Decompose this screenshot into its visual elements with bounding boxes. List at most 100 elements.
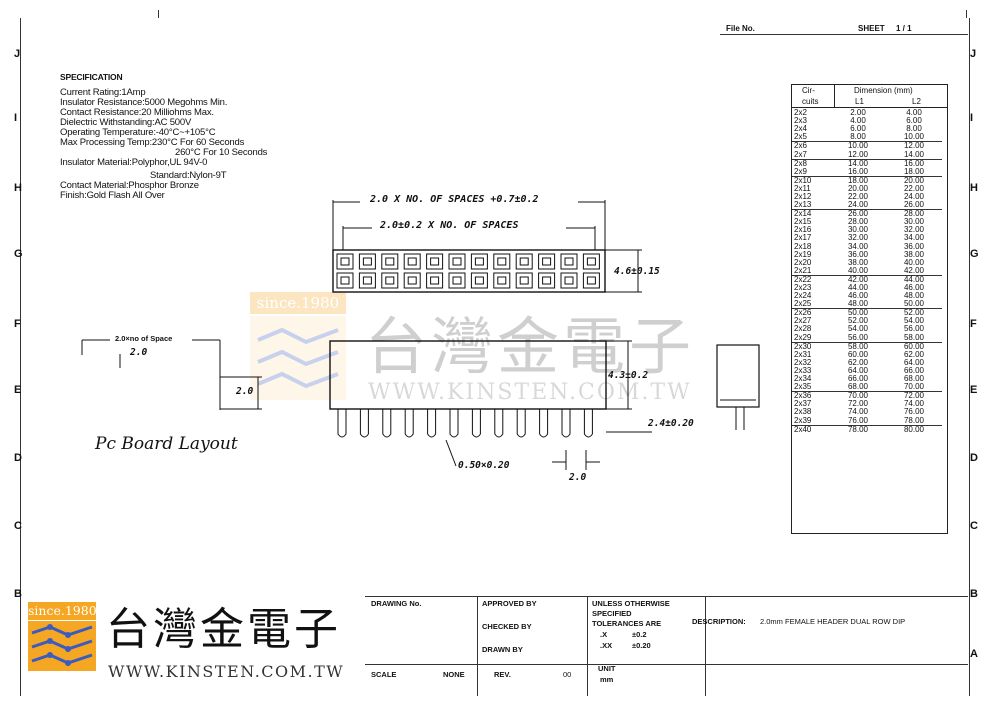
description-label: DESCRIPTION: <box>692 617 746 626</box>
spec-line: Dielectric Withstanding:AC 500V <box>60 117 192 128</box>
cell-l2: 78.00 <box>903 415 925 425</box>
cell-l1: 32.00 <box>847 233 869 243</box>
top-rule <box>720 34 968 35</box>
cell-l1: 40.00 <box>847 265 869 275</box>
zone-letter-right: D <box>970 452 978 464</box>
cell-l1: 8.00 <box>850 132 866 142</box>
cell-l2: 76.00 <box>903 407 925 417</box>
zone-letter-right: A <box>970 648 978 660</box>
cell-l2: 10.00 <box>903 132 925 142</box>
cell-l2: 24.00 <box>903 191 925 201</box>
cell-l2: 40.00 <box>903 257 925 267</box>
contact-hole <box>407 276 417 285</box>
spec-line: Operating Temperature:-40°C~+105°C <box>60 127 216 138</box>
cell-circuits: 2x7 <box>794 149 807 159</box>
cell-circuits: 2x38 <box>794 407 812 417</box>
th-cir: Cir- <box>802 86 815 95</box>
file-no-label: File No. <box>726 24 755 33</box>
cell-circuits: 2x23 <box>794 283 812 293</box>
tol-xx-label: .XX <box>600 641 613 650</box>
rev-label: REV. <box>494 670 511 679</box>
cell-circuits: 2x20 <box>794 257 812 267</box>
watermark-since: since.1980 <box>250 292 346 314</box>
drawing-no-label: DRAWING No. <box>371 599 422 608</box>
cell-circuits: 2x39 <box>794 415 812 425</box>
spec-line: Current Rating:1Amp <box>60 87 146 98</box>
spec-line: Standard:Nylon-9T <box>150 170 227 181</box>
contact-cavity <box>515 272 533 289</box>
th-dimension: Dimension (mm) <box>854 86 913 95</box>
cell-l2: 52.00 <box>886 308 942 318</box>
dim-pin-width: 0.50×0.20 <box>458 460 510 471</box>
zone-letter-left: C <box>14 520 22 532</box>
cell-l2: 64.00 <box>903 357 925 367</box>
zone-letter-right: E <box>970 384 978 396</box>
pin <box>494 409 504 438</box>
zone-letter-right: B <box>970 588 978 600</box>
pin <box>404 409 414 438</box>
dim-pitch-bottom: 2.0 <box>569 472 587 483</box>
sheet-label: SHEET <box>858 24 885 33</box>
brand-logo: since.1980 台灣金電子 WWW.KINSTEN.COM.TW <box>28 602 368 694</box>
cell-l1: 4.00 <box>850 116 866 126</box>
cell-circuits: 2x4 <box>794 124 807 134</box>
zone-letter-right: C <box>970 520 978 532</box>
cell-l2: 6.00 <box>906 116 922 126</box>
cell-l2: 14.00 <box>903 149 925 159</box>
cell-l1: 38.00 <box>847 257 869 267</box>
th-cuits: cuits <box>802 97 819 106</box>
cell-l1: 58.00 <box>830 341 886 351</box>
pin <box>583 409 593 438</box>
cell-circuits: 2x16 <box>794 225 812 235</box>
contact-hole <box>564 257 574 266</box>
contact-cavity <box>538 272 556 289</box>
watermark-website: WWW.KINSTEN.COM.TW <box>368 380 692 405</box>
cell-circuits: 2x32 <box>794 357 812 367</box>
cell-l2: 12.00 <box>886 141 942 151</box>
brand-logo-mark <box>28 621 96 671</box>
cell-l1: 78.00 <box>830 424 886 434</box>
approved-by-label: APPROVED BY <box>482 599 537 608</box>
pin <box>516 409 526 438</box>
cell-circuits: 2x33 <box>794 365 812 375</box>
contact-cavity <box>582 253 600 270</box>
brand-website: WWW.KINSTEN.COM.TW <box>108 662 345 681</box>
zone-letter-right: H <box>970 182 978 194</box>
cell-l1: 34.00 <box>847 241 869 251</box>
cell-circuits: 2x34 <box>794 374 812 384</box>
pcb-row: 2.0 <box>236 386 254 397</box>
cell-l1: 42.00 <box>830 274 886 284</box>
contact-cavity <box>426 253 444 270</box>
cell-l2: 44.00 <box>886 274 942 284</box>
contact-hole <box>497 276 507 285</box>
cell-l1: 26.00 <box>830 209 886 219</box>
contact-hole <box>586 276 596 285</box>
cell-l1: 70.00 <box>830 391 886 401</box>
cell-l2: 30.00 <box>903 217 925 227</box>
contact-hole <box>362 257 372 266</box>
cell-l1: 76.00 <box>847 415 869 425</box>
cell-l2: 4.00 <box>906 108 922 118</box>
cell-l2: 50.00 <box>903 299 925 309</box>
cell-circuits: 2x29 <box>794 332 812 342</box>
cell-l1: 28.00 <box>847 217 869 227</box>
spec-title: SPECIFICATION <box>60 72 123 82</box>
contact-cavity <box>493 253 511 270</box>
cell-circuits: 2x36 <box>792 391 830 401</box>
pin <box>561 409 571 438</box>
